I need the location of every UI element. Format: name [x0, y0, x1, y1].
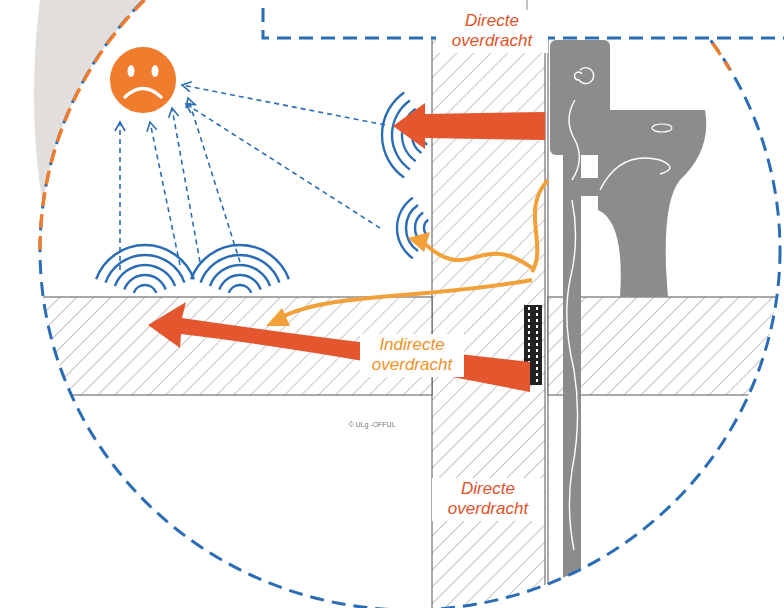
transmission-label: Directe overdracht	[436, 10, 548, 53]
toilet	[550, 40, 706, 608]
transmission-label: Indirecte overdracht	[360, 334, 464, 377]
sound-wave	[229, 285, 252, 293]
floor	[548, 297, 784, 395]
transmission-label: Directe overdracht	[432, 478, 544, 521]
callout-outline	[40, 0, 780, 608]
sound-wave	[201, 255, 280, 283]
listener-face	[109, 46, 177, 114]
sound-wave	[115, 265, 175, 286]
indirect-arrows	[280, 180, 548, 318]
sound-wave	[397, 198, 413, 259]
direct-arrows	[148, 103, 545, 392]
sound-paths	[120, 85, 385, 270]
watermark: © ULg -OFFUL	[345, 420, 398, 430]
sound-wave	[134, 285, 157, 293]
indirect-heads	[266, 232, 430, 326]
sound-wave	[106, 255, 185, 283]
sound-wave	[191, 245, 289, 279]
sound-wave	[382, 92, 404, 177]
sound-wave	[210, 265, 270, 286]
sound-waves	[96, 92, 428, 292]
sound-wave	[219, 275, 260, 289]
sound-wave	[124, 275, 165, 289]
wall	[432, 0, 545, 608]
